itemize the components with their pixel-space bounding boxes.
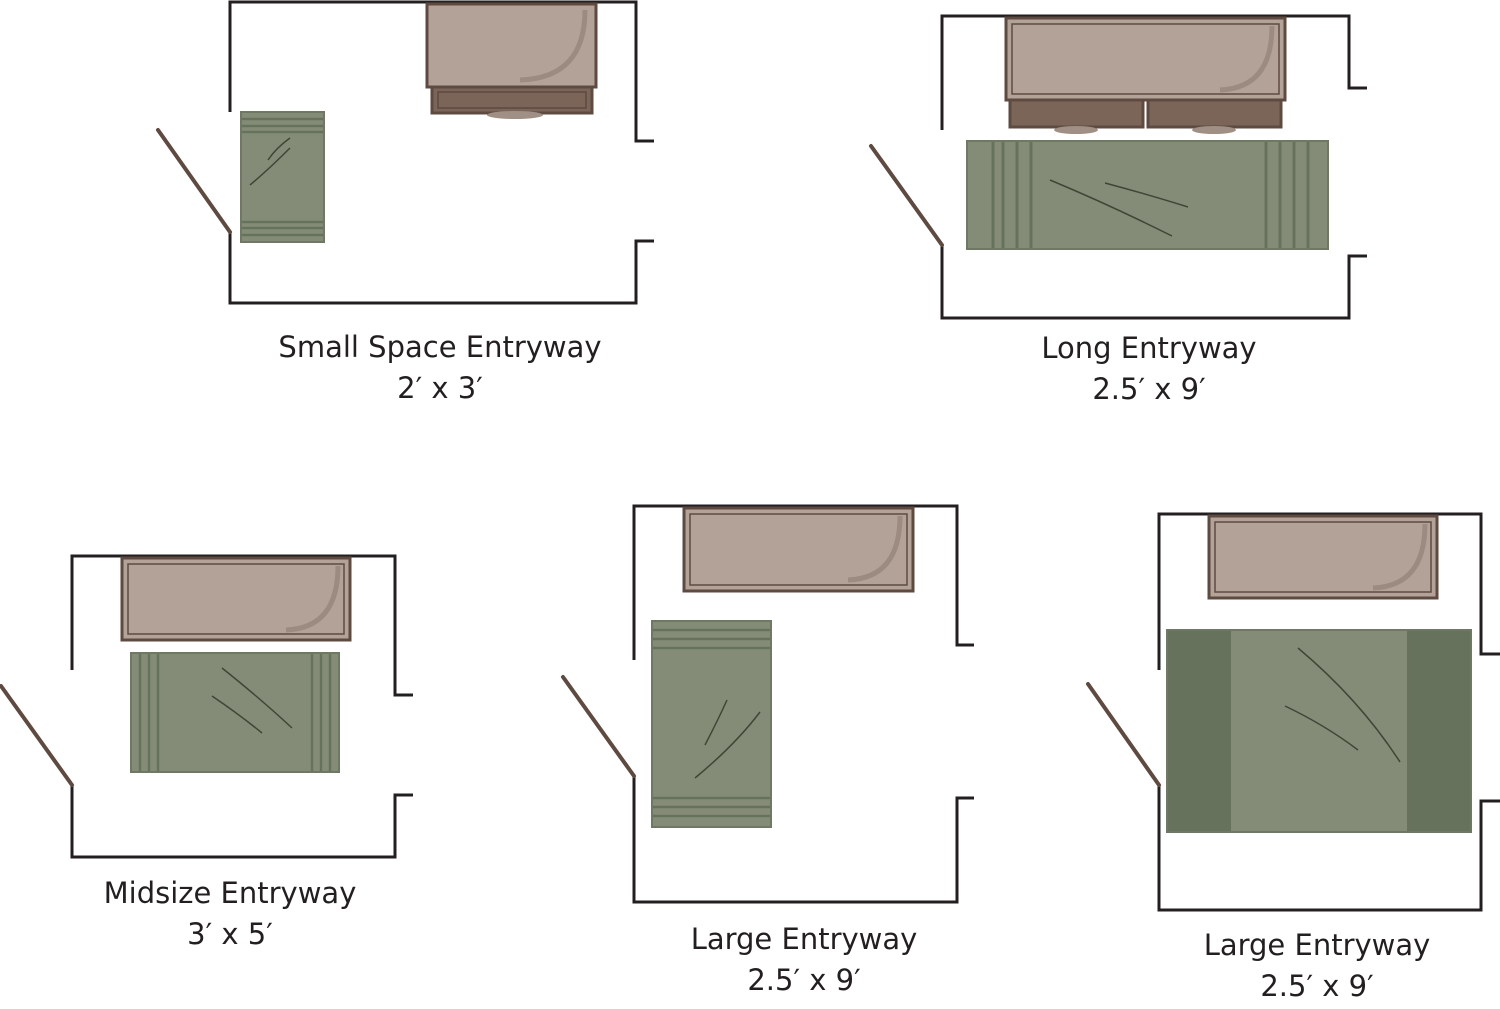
room-walls [228, 0, 654, 305]
layout-name: Midsize Entryway [103, 876, 357, 910]
room-walls [1157, 512, 1500, 912]
caption-long: Long Entryway 2.5′ x 9′ [949, 328, 1349, 410]
layout-name: Large Entryway [1203, 928, 1431, 962]
caption-midsize: Midsize Entryway 3′ x 5′ [30, 873, 430, 955]
door-icon [869, 144, 944, 247]
rug [651, 620, 772, 828]
layout-small-space [156, 0, 654, 305]
door-icon [1086, 682, 1161, 787]
layout-name: Small Space Entryway [278, 330, 602, 364]
drawer [430, 85, 594, 115]
caption-small-space: Small Space Entryway 2′ x 3′ [240, 327, 640, 409]
door-icon [561, 675, 636, 778]
console-table [682, 506, 915, 593]
console-table [120, 556, 352, 642]
rug [240, 111, 325, 243]
layout-name: Long Entryway [1041, 331, 1257, 365]
layout-long [869, 14, 1367, 320]
door-icon [156, 128, 232, 234]
console-table [1004, 16, 1287, 134]
rug-size: 2.5′ x 9′ [747, 963, 861, 997]
layout-midsize [0, 554, 413, 859]
console-table [1207, 514, 1439, 600]
rug-size: 2.5′ x 9′ [1092, 372, 1206, 406]
door-icon [0, 684, 74, 787]
room-walls [632, 504, 974, 904]
room-walls [940, 14, 1367, 320]
caption-large-a: Large Entryway 2.5′ x 9′ [604, 919, 1004, 1001]
console-table [425, 2, 598, 119]
rug [966, 140, 1329, 250]
rug-size: 2′ x 3′ [397, 371, 483, 405]
rug-size: 2.5′ x 9′ [1260, 969, 1374, 1003]
layout-name: Large Entryway [690, 922, 918, 956]
drawer [1146, 98, 1283, 129]
room-walls [70, 554, 413, 859]
rug [1166, 629, 1472, 833]
layout-large-a [561, 504, 974, 904]
layout-large-b [1086, 512, 1500, 912]
drawer [1008, 98, 1145, 129]
caption-large-b: Large Entryway 2.5′ x 9′ [1117, 925, 1500, 1007]
rug [130, 652, 340, 773]
rug-size: 3′ x 5′ [187, 917, 273, 951]
